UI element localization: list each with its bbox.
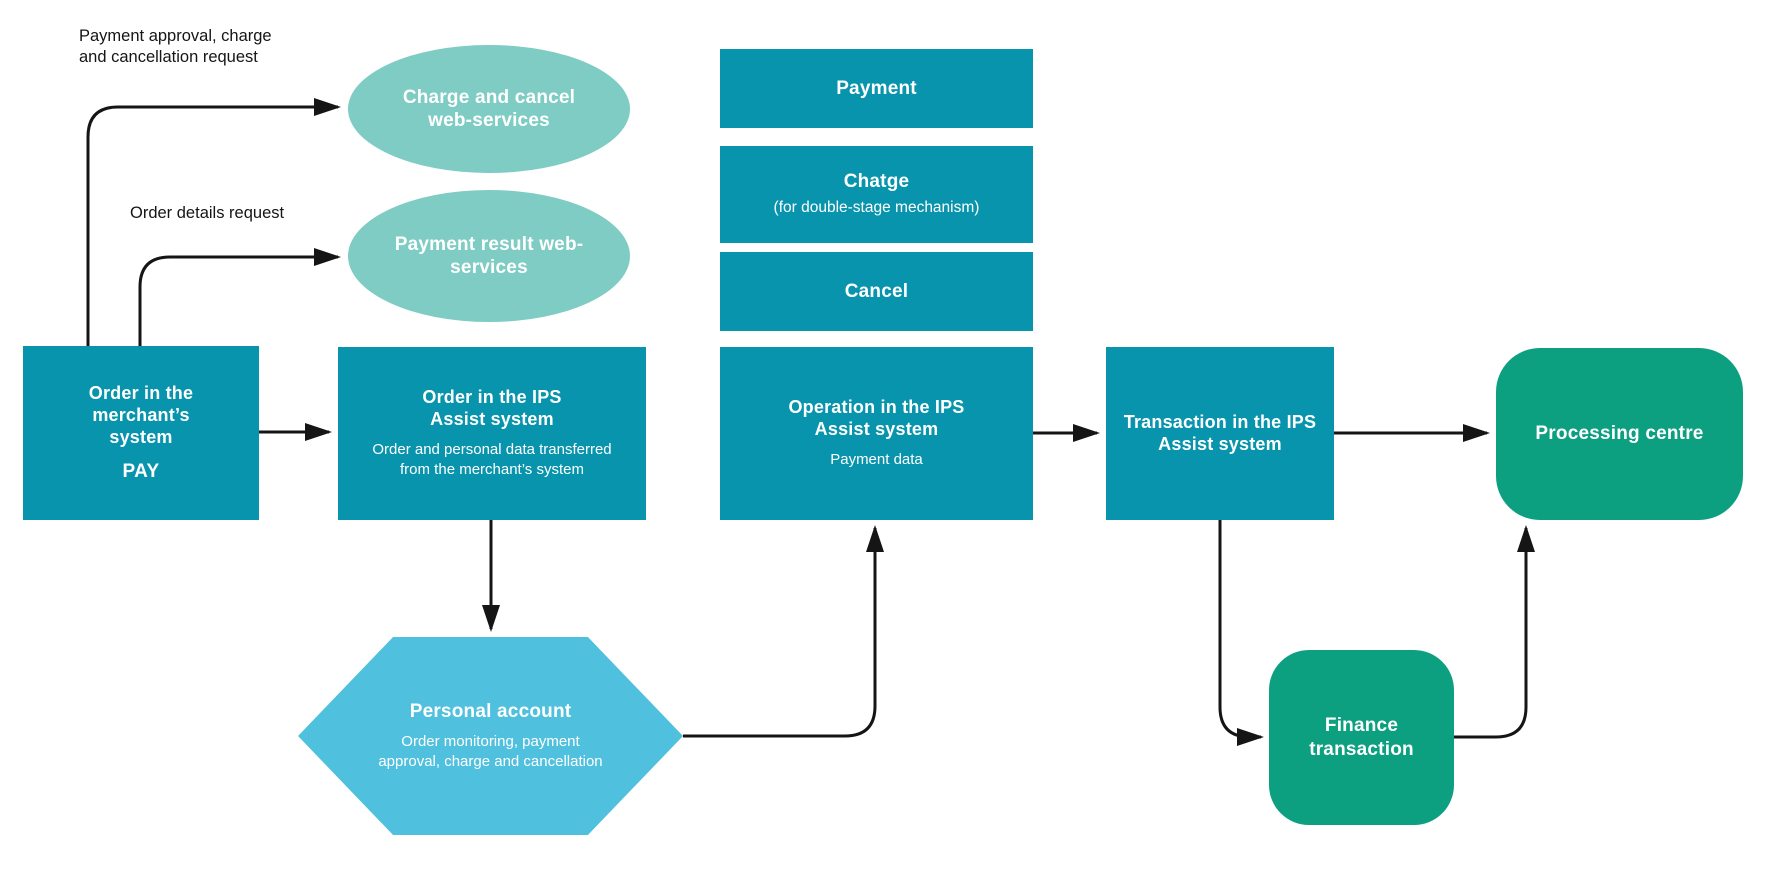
node-charge-cancel-web-services: Charge and cancel web-services [348,45,630,173]
node-title: Charge and cancel web-services [402,86,576,131]
node-title: Personal account [409,700,572,722]
node-title: Processing centre [1535,423,1704,445]
annotation-approval-request: Payment approval, charge and cancellatio… [79,27,272,66]
connector-merchant-to-payment-result-ws [138,248,341,347]
connector-personal-account-to-operation-ips [683,525,884,738]
node-charge-rect: Chatge (for double-stage mechanism) [720,146,1033,243]
node-payment-rect: Payment [720,49,1033,128]
node-subtitle: Order monitoring, payment approval, char… [378,732,603,771]
node-processing-centre: Processing centre [1496,348,1743,520]
node-subtitle: Order and personal data transferred from… [372,440,612,478]
connector-finance-transaction-to-processing-centre [1454,525,1535,739]
node-title: Payment [836,77,917,99]
node-title: Operation in the IPS Assist system [788,396,965,439]
node-title: Chatge [843,170,910,192]
connector-merchant-to-charge-cancel-ws [86,98,341,347]
node-title: Transaction in the IPS Assist system [1123,411,1317,454]
node-title: Order in the merchant’s system [88,383,194,447]
node-title: Payment result web-services [394,233,584,278]
node-title: Order in the IPS Assist system [422,386,562,429]
node-personal-account: Personal account Order monitoring, payme… [298,637,683,835]
node-order-merchant-system: Order in the merchant’s system PAY [23,346,259,520]
annotation-order-details-request: Order details request [130,204,285,222]
node-title: Cancel [844,280,909,302]
node-order-ips-assist-system: Order in the IPS Assist system Order and… [338,347,646,520]
connector-transaction-ips-to-finance-transaction [1218,520,1264,746]
node-payment-result-web-services: Payment result web-services [348,190,630,322]
node-operation-ips-assist-system: Operation in the IPS Assist system Payme… [720,347,1033,520]
node-subtitle: Payment data [830,450,923,468]
node-subtitle: (for double-stage mechanism) [773,199,980,217]
node-transaction-ips-assist-system: Transaction in the IPS Assist system [1106,347,1334,520]
node-title: Finance transaction [1309,715,1414,760]
node-finance-transaction: Finance transaction [1269,650,1454,825]
node-cancel-rect: Cancel [720,252,1033,331]
node-subtitle: PAY [122,460,160,482]
